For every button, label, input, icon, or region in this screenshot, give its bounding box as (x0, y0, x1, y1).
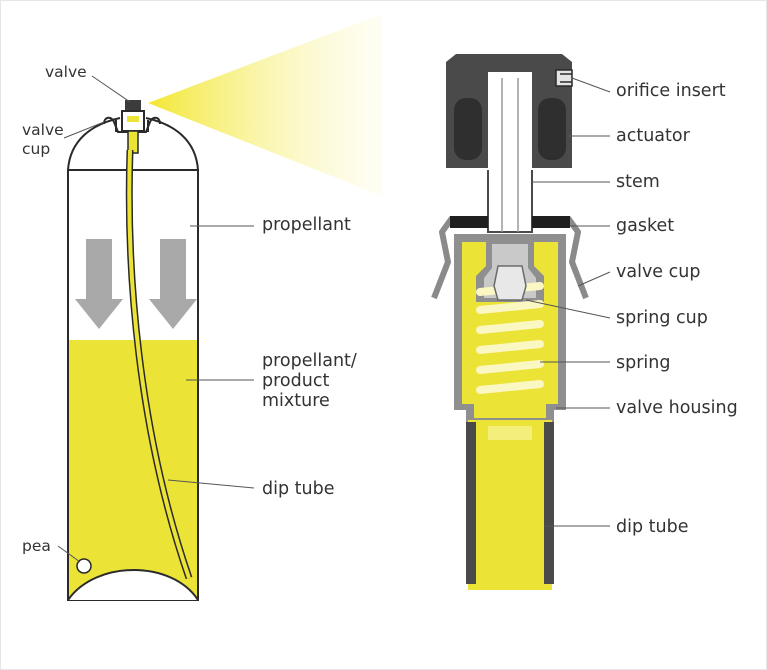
can-top-dome (67, 117, 199, 171)
label-propellant: propellant (262, 215, 351, 235)
label-dip-tube-left: dip tube (262, 479, 334, 499)
actuator (446, 54, 572, 168)
label-spring-cup: spring cup (616, 308, 708, 328)
dip-tube (125, 149, 193, 580)
label-valve-housing: valve housing (616, 398, 738, 418)
label-actuator: actuator (616, 126, 691, 146)
spray-cone (148, 14, 382, 196)
label-spring: spring (616, 353, 670, 373)
label-valve-cup-1: valve (22, 121, 64, 139)
label-valve-cup-2: cup (22, 140, 50, 158)
label-valve-cup-right: valve cup (616, 262, 700, 282)
valve-cup-shell (431, 216, 589, 300)
leader-dip-tube (167, 479, 255, 489)
aerosol-can: valve valve cup propellant propellant/ p… (22, 14, 382, 601)
label-mixture-1: propellant/ (262, 351, 357, 371)
label-pea: pea (22, 537, 51, 555)
leader-spring-cup (525, 299, 611, 319)
leader-orifice-insert (571, 77, 611, 93)
leader-valve-cup (63, 121, 105, 139)
label-orifice-insert: orifice insert (616, 81, 726, 101)
gasket (450, 216, 570, 228)
valve-cross-section: orifice insert actuator stem gasket valv… (431, 54, 738, 590)
leader-pea (57, 545, 81, 563)
dip-tube-section (466, 420, 554, 590)
stem (487, 72, 533, 233)
leader-valve (91, 75, 131, 103)
leader-valve-cup-right (577, 271, 611, 287)
can-bottom-dome (67, 569, 199, 601)
valve (121, 100, 145, 154)
label-dip-tube-right: dip tube (616, 517, 688, 537)
pea (76, 558, 92, 574)
pressure-arrow-left (75, 239, 123, 329)
label-gasket: gasket (616, 216, 674, 236)
orifice-insert (555, 69, 573, 87)
pressure-arrow-right (149, 239, 197, 329)
stem-tip (493, 265, 527, 301)
label-mixture-2: product (262, 371, 329, 391)
label-valve: valve (45, 63, 87, 81)
label-stem: stem (616, 172, 660, 192)
product-mixture-fill (68, 340, 198, 600)
label-mixture-3: mixture (262, 391, 330, 411)
